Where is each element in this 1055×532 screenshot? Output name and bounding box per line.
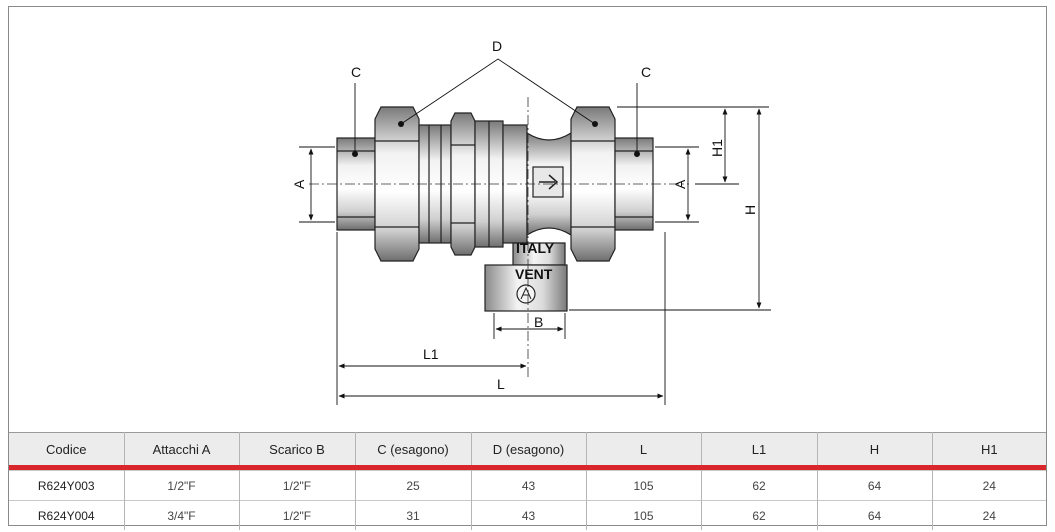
label-h1: H1: [709, 139, 725, 157]
header-attacchi-a: Attacchi A: [124, 432, 240, 465]
header-scarico-b: Scarico B: [239, 432, 356, 465]
label-c-left: C: [351, 64, 361, 80]
label-l1: L1: [423, 346, 439, 362]
vent-mark: VENT: [515, 266, 553, 282]
cell-h1: 24: [932, 500, 1046, 530]
accent-bar: [9, 465, 1046, 471]
dimensions-table: Codice Attacchi A Scarico B C (esagono) …: [9, 432, 1046, 530]
center-lines: [309, 97, 689, 379]
header-l1: L1: [701, 432, 818, 465]
label-d: D: [492, 38, 502, 54]
product-sheet: ITALY VENT: [8, 6, 1048, 530]
cell-d: 43: [471, 470, 587, 501]
italy-mark: ITALY: [516, 240, 555, 256]
cell-codice: R624Y003: [9, 470, 125, 501]
label-a-left: A: [291, 179, 307, 189]
dim-a-right: [655, 146, 699, 223]
cell-scarico-b: 1/2"F: [239, 500, 356, 530]
cell-scarico-b: 1/2"F: [239, 470, 356, 501]
technical-drawing: ITALY VENT: [9, 7, 1048, 432]
cell-l: 105: [586, 470, 702, 501]
cell-c: 25: [355, 470, 472, 501]
dim-h: [569, 108, 771, 311]
valve-body: [336, 106, 654, 312]
cell-d: 43: [471, 500, 587, 530]
cell-codice: R624Y004: [9, 500, 125, 530]
cell-c: 31: [355, 500, 472, 530]
dim-h1: [617, 106, 769, 185]
label-a-right: A: [672, 179, 688, 189]
label-l: L: [497, 376, 505, 392]
cell-h1: 24: [932, 470, 1046, 501]
header-l: L: [586, 432, 702, 465]
dim-l: [338, 232, 666, 405]
header-h: H: [817, 432, 933, 465]
table-row: R624Y004 3/4"F 1/2"F 31 43 105 62 64 24: [9, 500, 1046, 530]
header-c-esagono: C (esagono): [355, 432, 472, 465]
label-c-right: C: [641, 64, 651, 80]
cell-l1: 62: [701, 500, 818, 530]
header-d-esagono: D (esagono): [471, 432, 587, 465]
table-header-row: Codice Attacchi A Scarico B C (esagono) …: [9, 432, 1046, 465]
header-h1: H1: [932, 432, 1046, 465]
cell-l1: 62: [701, 470, 818, 501]
cell-h: 64: [817, 470, 933, 501]
label-h: H: [742, 205, 758, 215]
dim-l1: [336, 232, 527, 405]
leader-lines: [354, 58, 638, 154]
header-codice: Codice: [9, 432, 125, 465]
cell-l: 105: [586, 500, 702, 530]
label-b: B: [534, 314, 543, 330]
dim-a-left: [299, 146, 335, 223]
cell-h: 64: [817, 500, 933, 530]
cell-attacchi-a: 3/4"F: [124, 500, 240, 530]
table-row: R624Y003 1/2"F 1/2"F 25 43 105 62 64 24: [9, 470, 1046, 501]
cell-attacchi-a: 1/2"F: [124, 470, 240, 501]
dim-b: [493, 313, 566, 339]
